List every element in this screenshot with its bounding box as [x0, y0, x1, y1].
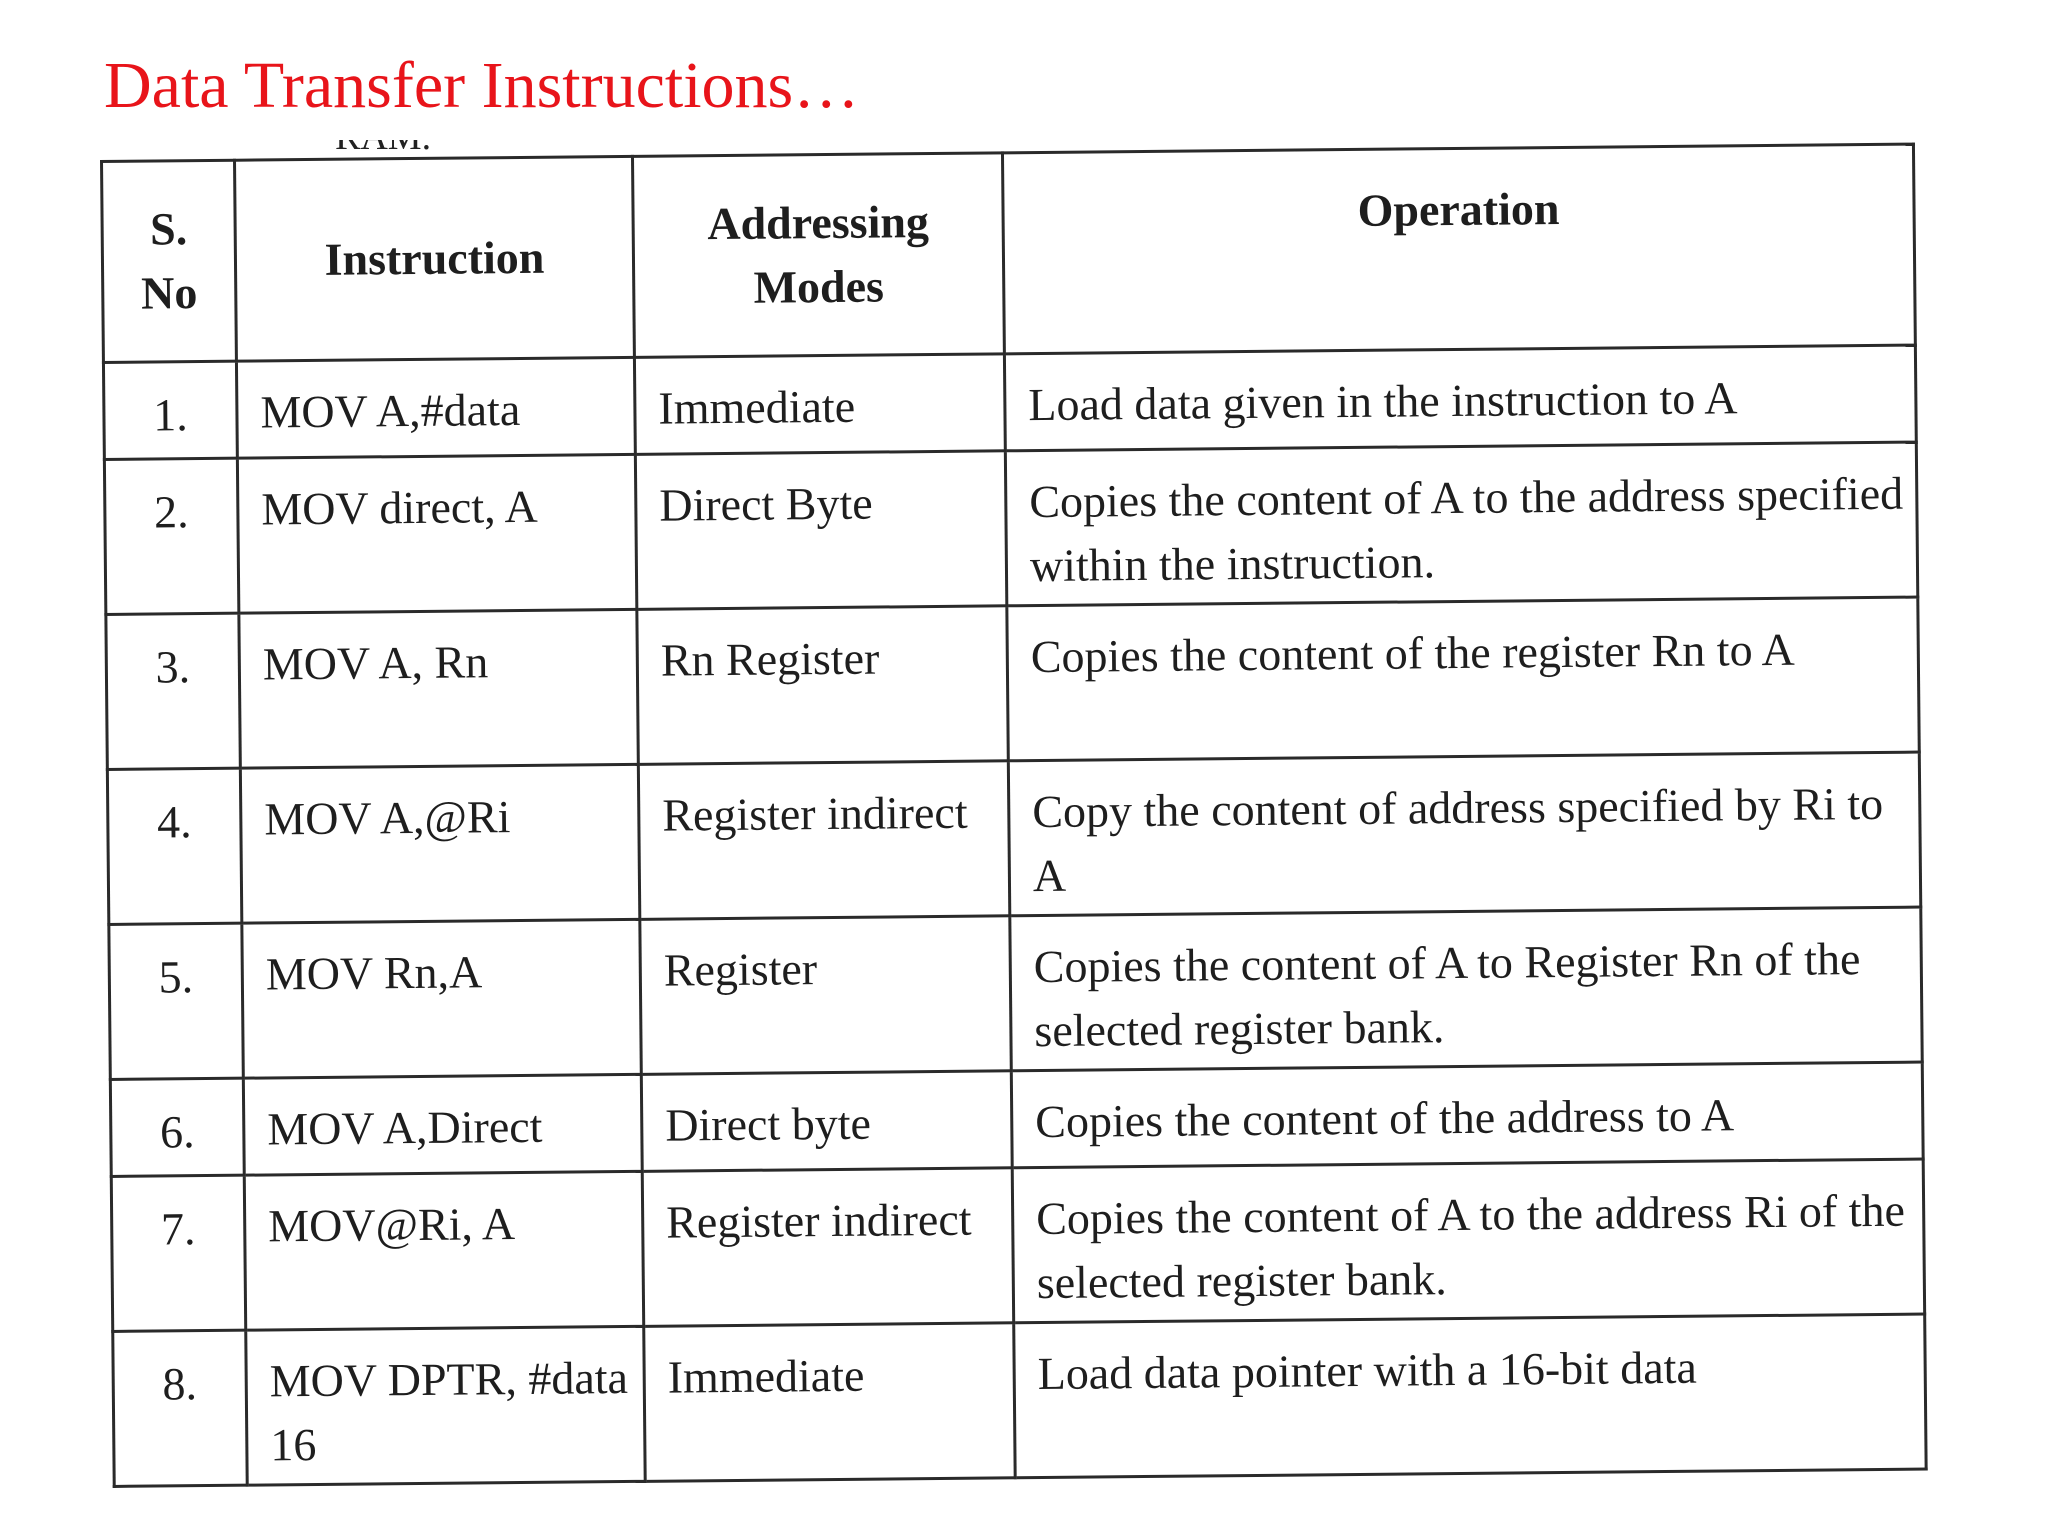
cell-sno: 2. [104, 458, 239, 615]
cell-sno: 7. [111, 1175, 246, 1332]
cell-addressing-mode: Register [639, 915, 1012, 1075]
cell-operation: Copies the content of A to the address s… [1005, 442, 1918, 606]
cutoff-scan-text: RAM. [335, 140, 465, 166]
table-row: 3. MOV A, Rn Rn Register Copies the cont… [105, 597, 1920, 770]
header-addressing-modes: Addressing Modes [632, 152, 1005, 358]
cell-operation: Load data given in the instruction to A [1004, 345, 1917, 451]
cell-operation: Copies the content of the register Rn to… [1006, 597, 1920, 761]
table-row: 5. MOV Rn,A Register Copies the content … [108, 907, 1923, 1080]
cell-operation: Copies the content of the address to A [1011, 1062, 1924, 1168]
instruction-table: S. No Instruction Addressing Modes Opera… [100, 142, 1928, 1488]
cell-addressing-mode: Immediate [643, 1322, 1016, 1482]
cell-operation: Copies the content of A to the address R… [1012, 1159, 1925, 1323]
table-row: 8. MOV DPTR, #data 16 Immediate Load dat… [112, 1314, 1927, 1487]
table-row: 1. MOV A,#data Immediate Load data given… [103, 345, 1917, 460]
cell-addressing-mode: Register indirect [642, 1167, 1014, 1327]
cell-operation: Load data pointer with a 16-bit data [1013, 1314, 1927, 1478]
cell-operation: Copies the content of A to Register Rn o… [1009, 907, 1923, 1071]
header-operation: Operation [1002, 144, 1916, 354]
cell-instruction: MOV@Ri, A [244, 1171, 644, 1331]
header-sno: S. No [101, 160, 237, 363]
cell-instruction: MOV A,Direct [243, 1074, 643, 1176]
cell-instruction: MOV direct, A [237, 454, 637, 614]
table-row: 4. MOV A,@Ri Register indirect Copy the … [107, 752, 1921, 925]
cell-sno: 6. [110, 1078, 245, 1177]
header-instruction: Instruction [234, 156, 635, 362]
cell-sno: 1. [103, 361, 238, 460]
cell-addressing-mode: Direct Byte [635, 450, 1007, 610]
table-row: 2. MOV direct, A Direct Byte Copies the … [104, 442, 1918, 615]
cell-sno: 8. [112, 1330, 248, 1487]
cell-instruction: MOV A,@Ri [240, 764, 640, 924]
cell-instruction: MOV A,#data [236, 357, 636, 459]
slide-title: Data Transfer Instructions… [104, 49, 860, 122]
table-header-row: S. No Instruction Addressing Modes Opera… [101, 144, 1916, 363]
table-row: 6. MOV A,Direct Direct byte Copies the c… [110, 1062, 1924, 1177]
cell-addressing-mode: Immediate [634, 353, 1006, 455]
cell-sno: 3. [105, 613, 241, 770]
cell-sno: 4. [107, 768, 242, 925]
cell-addressing-mode: Direct byte [641, 1070, 1013, 1172]
cell-addressing-mode: Register indirect [638, 760, 1010, 920]
cell-operation: Copy the content of address specified by… [1008, 752, 1921, 916]
cell-instruction: MOV Rn,A [241, 919, 642, 1079]
scanned-table-image: S. No Instruction Addressing Modes Opera… [100, 142, 1928, 1488]
cell-addressing-mode: Rn Register [636, 605, 1009, 765]
cell-instruction: MOV A, Rn [238, 609, 639, 769]
cell-instruction: MOV DPTR, #data 16 [245, 1326, 646, 1486]
table-row: 7. MOV@Ri, A Register indirect Copies th… [111, 1159, 1925, 1332]
cell-sno: 5. [108, 923, 244, 1080]
